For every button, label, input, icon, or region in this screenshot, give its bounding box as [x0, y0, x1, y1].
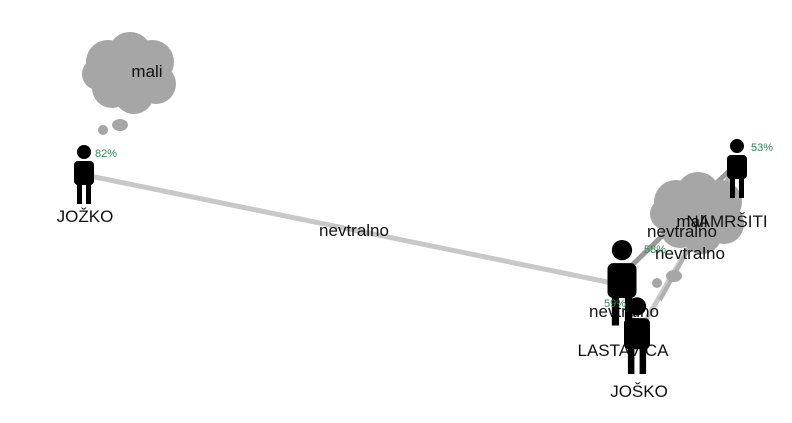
thought-text: mali [131, 62, 162, 81]
person-name: NAMRŠITI [686, 212, 767, 231]
edge-jozko-lastavica [89, 173, 623, 288]
thought-cloud-jozko: mali [82, 32, 176, 135]
person-icon [74, 145, 94, 204]
person-percent: 59% [604, 298, 626, 310]
thought-bubble-small [112, 119, 128, 131]
thought-text: mali [676, 212, 707, 231]
thought-cloud-namrsiti: mali [650, 172, 744, 288]
thought-bubble-tiny [98, 125, 108, 135]
edge-label-jozko-lastavica: nevtralno [319, 221, 389, 240]
person-josko[interactable]: 58% JOŠKO [610, 244, 668, 401]
person-namrsiti[interactable]: 53% NAMRŠITI [686, 139, 773, 231]
thought-bubble-tiny [652, 278, 662, 288]
thought-bubble-small [666, 270, 682, 282]
person-name: JOŠKO [610, 382, 668, 401]
edge-label-namrsiti-lastavica: nevtralno [655, 244, 725, 263]
person-percent: 82% [95, 148, 117, 160]
person-percent: 58% [644, 244, 666, 256]
person-jozko[interactable]: 82% JOŽKO [57, 145, 118, 226]
person-name: JOŽKO [57, 207, 114, 226]
edge-labels: nevtralno nevtralno nevtralno nevtralno [319, 221, 725, 321]
person-percent: 53% [751, 142, 773, 154]
edge-label-namrsiti-josko: nevtralno [647, 222, 717, 241]
person-name: LASTAVICA [577, 341, 669, 360]
